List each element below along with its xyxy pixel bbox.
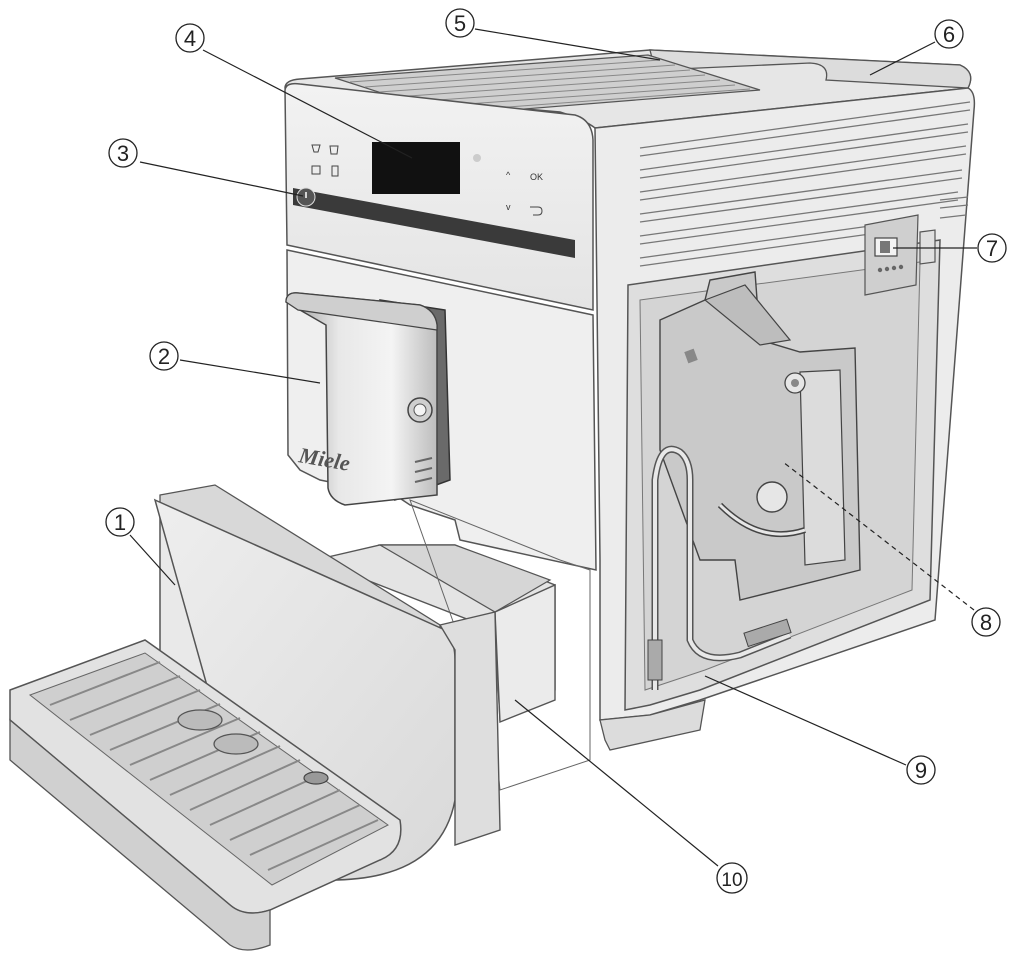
machine-body bbox=[284, 49, 976, 751]
leader-line-9 bbox=[704, 675, 907, 766]
callout-6-number: 6 bbox=[943, 22, 955, 47]
leader-line-5 bbox=[474, 28, 661, 61]
leader-lines bbox=[129, 28, 977, 867]
back-icon bbox=[530, 206, 543, 216]
callout-5: 5 bbox=[445, 8, 475, 38]
down-arrow-icon: v bbox=[506, 202, 511, 212]
status-led bbox=[473, 154, 481, 162]
waste-container bbox=[312, 499, 591, 791]
leader-line-1 bbox=[129, 534, 176, 586]
callout-2-number: 2 bbox=[158, 344, 170, 369]
callout-9-number: 9 bbox=[915, 758, 927, 783]
callout-8: 8 bbox=[971, 607, 1001, 637]
callout-9: 9 bbox=[906, 755, 936, 785]
callouts: 1 2 3 4 5 6 7 8 bbox=[105, 8, 1007, 894]
callout-7-number: 7 bbox=[986, 236, 998, 261]
beverage-icons bbox=[311, 144, 339, 177]
leader-line-10 bbox=[514, 699, 719, 867]
callout-3: 3 bbox=[108, 138, 138, 168]
front-panel bbox=[284, 82, 594, 311]
central-spout: Miele bbox=[285, 292, 451, 506]
display-screen bbox=[372, 142, 460, 194]
callout-1-number: 1 bbox=[114, 510, 126, 535]
callout-10-number: 10 bbox=[721, 870, 742, 891]
callout-3-number: 3 bbox=[117, 141, 129, 166]
callout-7: 7 bbox=[977, 233, 1007, 263]
ok-label: OK bbox=[530, 172, 543, 182]
leader-line-8 bbox=[782, 461, 975, 611]
callout-2: 2 bbox=[149, 341, 179, 371]
panel-strip bbox=[293, 188, 575, 258]
drip-tray-grid bbox=[49, 661, 379, 871]
leader-line-3 bbox=[139, 161, 304, 197]
callout-6: 6 bbox=[934, 19, 964, 49]
callout-10: 10 bbox=[716, 862, 748, 894]
leader-line-4 bbox=[202, 49, 413, 159]
side-vents bbox=[639, 101, 971, 267]
callout-5-number: 5 bbox=[454, 11, 466, 36]
up-arrow-icon: ^ bbox=[506, 170, 511, 180]
leader-line-2 bbox=[179, 359, 321, 384]
leader-line-6 bbox=[869, 41, 936, 76]
callout-4-number: 4 bbox=[184, 26, 196, 51]
callout-4: 4 bbox=[175, 23, 205, 53]
drip-tray bbox=[9, 484, 501, 951]
interface-module bbox=[864, 214, 936, 296]
brew-unit bbox=[659, 271, 861, 601]
callout-1: 1 bbox=[105, 507, 135, 537]
control-panel: ^ OK v bbox=[293, 142, 575, 258]
machine-base bbox=[599, 699, 706, 751]
callout-8-number: 8 bbox=[980, 610, 992, 635]
